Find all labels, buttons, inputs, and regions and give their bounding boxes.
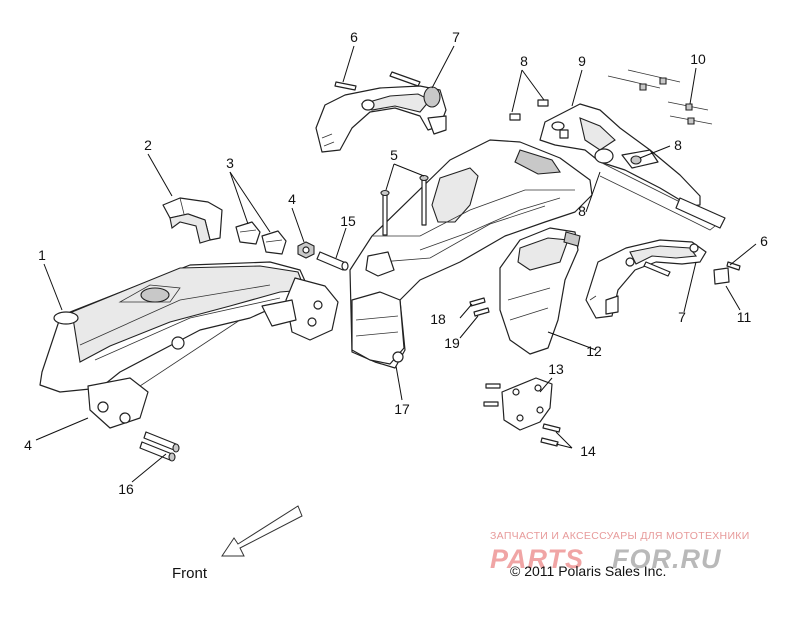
front-arrow: Front xyxy=(172,505,303,582)
upper-bracket-part xyxy=(315,71,447,153)
front-label: Front xyxy=(172,565,208,582)
callout-4: 4 xyxy=(288,191,296,207)
callout-10: 10 xyxy=(690,51,706,67)
mount-plate-part xyxy=(483,377,561,447)
callout-3: 3 xyxy=(226,155,234,171)
callout-11: 11 xyxy=(737,309,752,325)
callout-6: 6 xyxy=(350,29,358,45)
callout-14: 14 xyxy=(580,443,596,459)
leader-lines xyxy=(35,45,757,483)
callout-8: 8 xyxy=(520,53,528,69)
callout-5: 5 xyxy=(390,147,398,163)
watermark-logo-right: FOR.RU xyxy=(612,544,722,574)
clips-part xyxy=(235,221,287,255)
plate-part xyxy=(713,261,741,285)
callout-16: 16 xyxy=(118,481,134,497)
center-frame-part xyxy=(349,139,593,369)
callout-8-right-b: 8 xyxy=(578,203,586,219)
callout-8-right-a: 8 xyxy=(674,137,682,153)
pin-part xyxy=(316,251,349,271)
bolts-part xyxy=(139,431,180,462)
callout-1: 1 xyxy=(38,247,46,263)
callout-6-right: 6 xyxy=(760,233,768,249)
small-pins-part xyxy=(469,297,490,317)
lower-bracket-part xyxy=(585,239,707,319)
callout-17: 17 xyxy=(394,401,410,417)
callout-19: 19 xyxy=(444,335,460,351)
callout-12: 12 xyxy=(586,343,602,359)
watermark-tagline: ЗАПЧАСТИ И АКСЕССУАРЫ ДЛЯ МОТОТЕХНИКИ xyxy=(490,530,750,542)
watermark: ЗАПЧАСТИ И АКСЕССУАРЫ ДЛЯ МОТОТЕХНИКИ PA… xyxy=(490,530,750,574)
nut-part xyxy=(297,241,315,259)
callout-7-right: 7 xyxy=(678,309,686,325)
callout-4-left: 4 xyxy=(24,437,32,453)
copyright-notice: © 2011 Polaris Sales Inc. xyxy=(510,563,666,579)
callout-9: 9 xyxy=(578,53,586,69)
rear-frame-part xyxy=(509,99,726,231)
callout-15: 15 xyxy=(340,213,356,229)
front-frame-part xyxy=(39,261,339,429)
cable-ties-part xyxy=(607,69,713,125)
frame-bolts-part xyxy=(380,174,429,236)
bracket-clip-part xyxy=(162,197,223,244)
watermark-logo-left: PARTS xyxy=(490,544,584,574)
callout-labels: 1 2 3 4 5 6 7 8 9 10 11 12 13 14 15 16 1… xyxy=(24,29,768,497)
callout-18: 18 xyxy=(430,311,446,327)
callout-7: 7 xyxy=(452,29,460,45)
callout-13: 13 xyxy=(548,361,564,377)
callout-2: 2 xyxy=(144,137,152,153)
heat-shield-part xyxy=(499,227,581,355)
